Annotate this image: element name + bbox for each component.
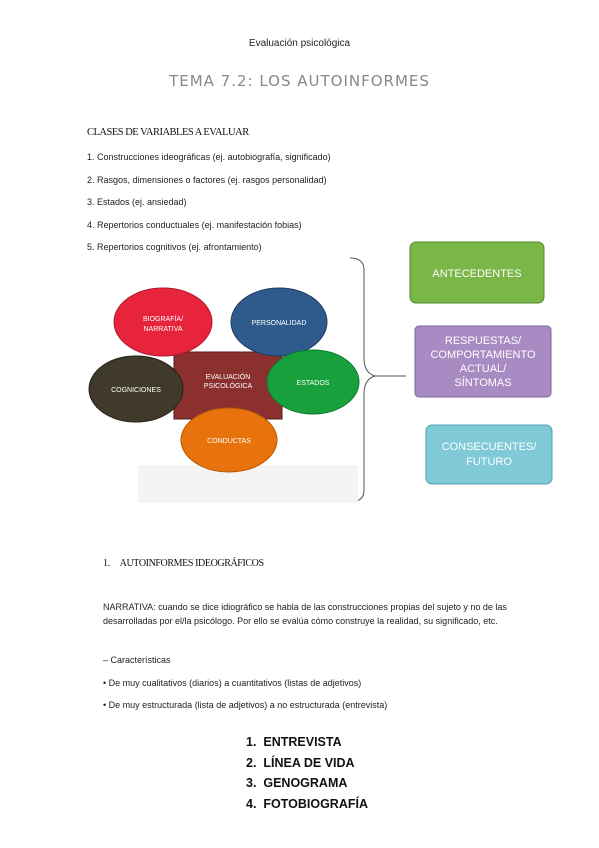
biografia-ellipse [113, 287, 213, 357]
list-item: 4. FOTOBIOGRAFÍA [246, 796, 368, 811]
cogniciones-label: COGNICIONES [111, 387, 161, 394]
respuestas-label-line2: COMPORTAMIENTO [430, 349, 536, 361]
diagram-shadow [138, 465, 358, 503]
list-item: 2. LÍNEA DE VIDA [246, 755, 355, 770]
estados-label: ESTADOS [297, 380, 330, 387]
page-header: Evaluación psicológica [248, 38, 351, 49]
conductas-ellipse [180, 407, 278, 473]
list-item: 4. Repertorios conductuales (ej. manifes… [87, 219, 302, 230]
list-item: 3. Estados (ej. ansiedad) [87, 197, 187, 208]
list-item: 3. GENOGRAMA [246, 776, 348, 790]
estados-ellipse [266, 349, 360, 415]
cogniciones-ellipse [88, 355, 184, 423]
antecedentes-box [409, 241, 545, 304]
section-heading-ideograficos: 1. AUTOINFORMES IDEOGRÁFICOS [103, 558, 264, 569]
personalidad-ellipse [230, 287, 328, 357]
conductas-label: CONDUCTAS [207, 438, 251, 445]
center-label-line2: PSICOLÓGICA [204, 381, 253, 390]
consecuentes-label-line2: FUTURO [466, 456, 512, 468]
biografia-label-line1: BIOGRAFÍA/ [143, 314, 183, 323]
consecuentes-box [425, 424, 553, 485]
antecedentes-label: ANTECEDENTES [432, 268, 521, 280]
section-heading-variables: CLASES DE VARIABLES A EVALUAR [87, 127, 249, 138]
bullet-estructurada: • De muy estructurada (lista de adjetivo… [103, 700, 388, 710]
respuestas-box [414, 325, 552, 398]
respuestas-label-line4: SÍNTOMAS [454, 376, 511, 389]
page-title: TEMA 7.2: LOS AUTOINFORMES [169, 72, 430, 90]
narrativa-paragraph: NARRATIVA: cuando se dice idiográfico se… [103, 602, 507, 626]
list-item: 1. Construcciones ideográficas (ej. auto… [87, 152, 331, 162]
evaluation-diagram: EVALUACIÓN PSICOLÓGICA BIOGRAFÍA/ NARRAT… [88, 241, 553, 503]
respuestas-label-line1: RESPUESTAS/ [445, 335, 522, 347]
variables-list: 1. Construcciones ideográficas (ej. auto… [87, 152, 331, 265]
caracteristicas-line: – Características [103, 655, 171, 665]
center-label-line1: EVALUACIÓN [206, 372, 251, 381]
techniques-list: 1. ENTREVISTA 2. LÍNEA DE VIDA 3. GENOGR… [246, 734, 368, 816]
personalidad-label: PERSONALIDAD [252, 320, 307, 327]
bullet-cualitativos: • De muy cualitativos (diarios) a cuanti… [103, 678, 362, 688]
consecuentes-label-line1: CONSECUENTES/ [442, 441, 538, 453]
list-item: 1. ENTREVISTA [246, 735, 342, 749]
respuestas-label-line3: ACTUAL/ [460, 363, 507, 375]
list-item: 2. Rasgos, dimensiones o factores (ej. r… [87, 174, 327, 185]
list-item: 5. Repertorios cognitivos (ej. afrontami… [87, 242, 262, 253]
biografia-label-line2: NARRATIVA [143, 326, 182, 333]
